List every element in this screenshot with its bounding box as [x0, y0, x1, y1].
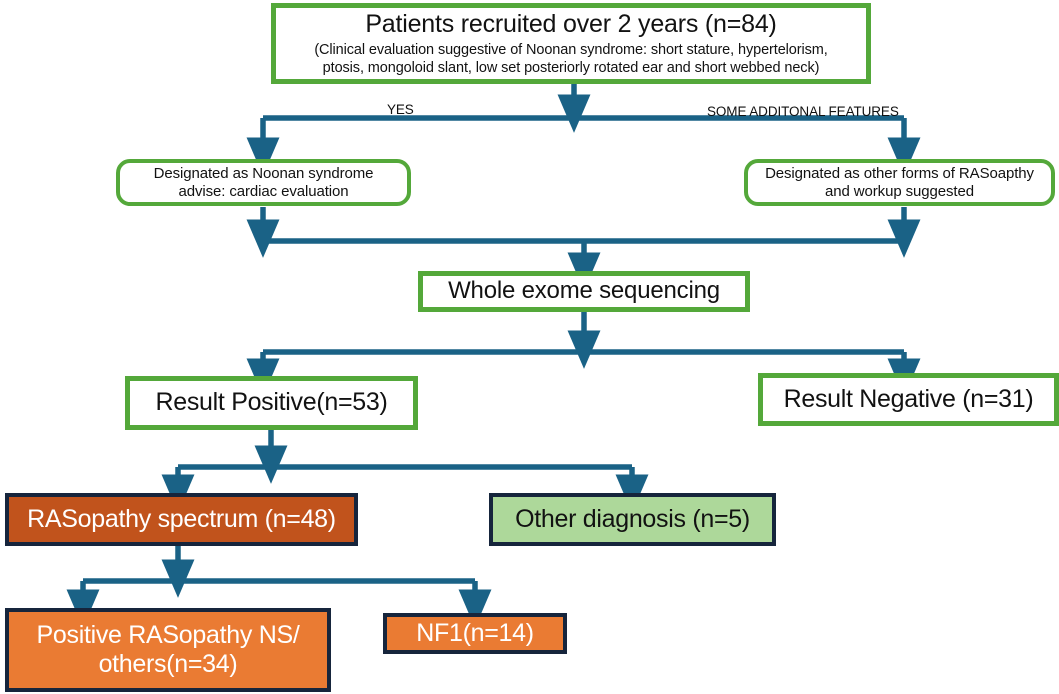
- edge-label-yes: YES: [387, 102, 414, 117]
- edge-label-some-additional-features: SOME ADDITONAL FEATURES: [707, 104, 899, 119]
- node-other-diagnosis: Other diagnosis (n=5): [489, 493, 776, 546]
- result-positive-label: Result Positive(n=53): [155, 388, 388, 417]
- result-negative-label: Result Negative (n=31): [783, 384, 1034, 413]
- patients-recruited-title: Patients recruited over 2 years (n=84): [365, 9, 777, 38]
- whole-exome-sequencing-label: Whole exome sequencing: [448, 277, 720, 305]
- rasopathy-spectrum-label: RASopathy spectrum (n=48): [27, 504, 336, 533]
- node-result-positive: Result Positive(n=53): [125, 376, 418, 430]
- patients-recruited-subtitle-line2: ptosis, mongoloid slant, low set posteri…: [322, 60, 820, 77]
- positive-rasopathy-ns-line2: others(n=34): [98, 650, 238, 678]
- node-designated-other-rasopathy: Designated as other forms of RASoapthy a…: [744, 159, 1055, 206]
- node-nf1: NF1(n=14): [383, 613, 567, 654]
- nf1-label: NF1(n=14): [416, 618, 534, 647]
- node-positive-rasopathy-ns: Positive RASopathy NS/ others(n=34): [5, 608, 331, 692]
- node-patients-recruited: Patients recruited over 2 years (n=84) (…: [271, 3, 871, 84]
- node-designated-noonan: Designated as Noonan syndrome advise: ca…: [116, 159, 411, 206]
- designated-other-rasopathy-line2: and workup suggested: [825, 182, 974, 200]
- node-result-negative: Result Negative (n=31): [758, 373, 1059, 426]
- designated-noonan-line1: Designated as Noonan syndrome: [153, 164, 374, 182]
- other-diagnosis-label: Other diagnosis (n=5): [515, 504, 750, 533]
- patients-recruited-subtitle-line1: (Clinical evaluation suggestive of Noona…: [314, 42, 828, 59]
- designated-noonan-line2: advise: cardiac evaluation: [178, 182, 349, 200]
- designated-other-rasopathy-line1: Designated as other forms of RASoapthy: [765, 164, 1034, 182]
- node-rasopathy-spectrum: RASopathy spectrum (n=48): [5, 493, 358, 546]
- positive-rasopathy-ns-line1: Positive RASopathy NS/: [36, 620, 300, 649]
- node-whole-exome-sequencing: Whole exome sequencing: [418, 271, 750, 312]
